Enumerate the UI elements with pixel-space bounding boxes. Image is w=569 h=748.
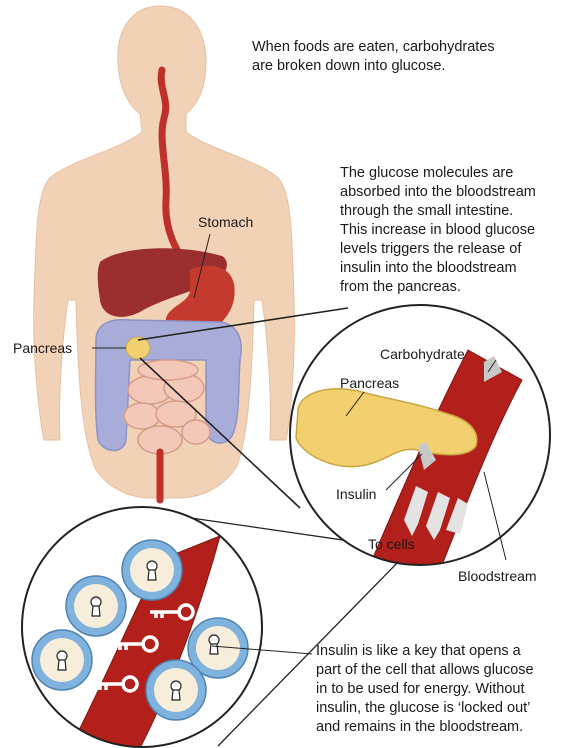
label-stomach: Stomach (198, 214, 253, 230)
keyhole-icon (147, 561, 157, 580)
keyhole-icon (57, 651, 67, 670)
keyhole-icon (209, 635, 219, 654)
label-pancreas-body: Pancreas (13, 340, 72, 356)
label-carbohydrate: Carbohydrate (380, 346, 465, 362)
caption-absorption: The glucose molecules are absorbed into … (340, 164, 536, 297)
cells-zoom (22, 507, 262, 748)
caption-insulin-key: Insulin is like a key that opens a part … (316, 642, 534, 737)
label-pancreas-zoom: Pancreas (340, 375, 399, 391)
caption-digestion: When foods are eaten, carbohydrates are … (252, 38, 495, 76)
keyhole-icon (91, 597, 101, 616)
pancreas-zoom (290, 305, 550, 570)
keyhole-icon (171, 681, 181, 700)
pancreas-small (126, 337, 150, 359)
label-bloodstream: Bloodstream (458, 568, 537, 584)
label-insulin: Insulin (336, 486, 376, 502)
label-to-cells: To cells (368, 536, 415, 552)
human-body (34, 6, 295, 500)
